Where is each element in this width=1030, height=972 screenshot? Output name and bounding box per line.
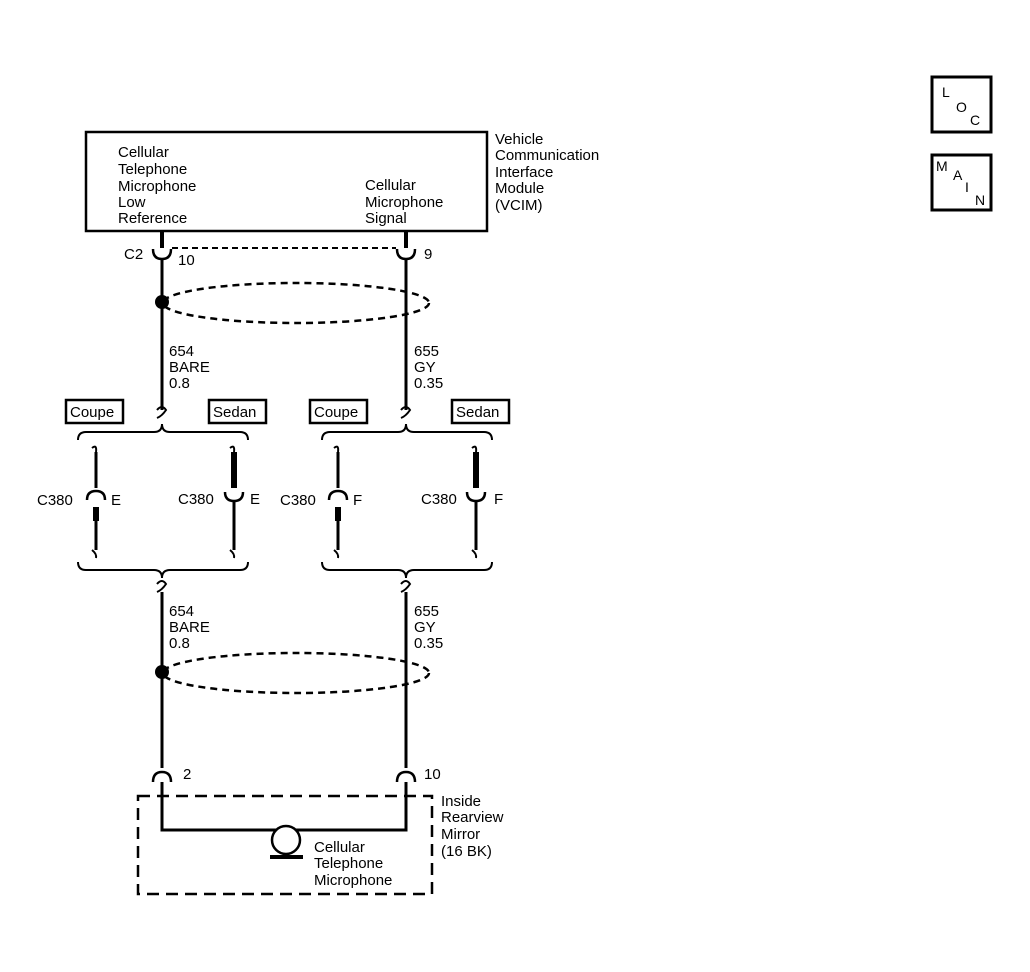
c2-pin-10-label: 10 [178, 252, 195, 269]
wire-655-upper-label: 655 GY 0.35 [414, 343, 443, 392]
microphone-icon [270, 824, 303, 859]
c380-f-sedan-pin: F [494, 491, 503, 508]
main-letter-n: N [975, 192, 985, 208]
option-left-coupe-label: Coupe [70, 404, 114, 421]
mirror-pin-10-terminal [395, 770, 417, 783]
drain-splice-lower [155, 665, 169, 679]
mirror-pin-2-terminal [151, 770, 173, 783]
wire-654-break-lower [156, 580, 168, 593]
mirror-pin-2-label: 2 [183, 766, 191, 783]
option-left-coupe: Coupe [64, 398, 125, 425]
option-left-sedan: Sedan [207, 398, 268, 425]
c380-f-coupe-pin: F [353, 492, 362, 509]
c380-f-sedan-label: C380 [421, 491, 457, 508]
c380-e-coupe-pin: E [111, 492, 121, 509]
vcim-pin-left-label: Cellular Telephone Microphone Low Refere… [118, 144, 201, 227]
twisted-pair-shield-lower [161, 651, 431, 695]
brace-right-top [321, 423, 493, 441]
main-letter-m: M [936, 158, 948, 174]
wire-655-break-upper [400, 406, 412, 419]
mirror-pin-10-label: 10 [424, 766, 441, 783]
loc-letter-o: O [956, 99, 967, 115]
inside-rearview-mirror-label: Inside Rearview Mirror (16 BK) [441, 793, 508, 860]
c2-pin-9-label: 9 [424, 246, 432, 263]
c380-e-coupe-branch [85, 445, 107, 559]
main-button[interactable]: M A I N [930, 153, 993, 212]
c380-e-coupe-label: C380 [37, 492, 73, 509]
vcim-module-name: Vehicle Communication Interface Module (… [495, 131, 603, 214]
c380-f-coupe-branch [327, 445, 349, 559]
wire-654-upper-label: 654 BARE 0.8 [169, 343, 214, 392]
c2-pin-10-female-terminal [151, 248, 173, 261]
inside-rearview-mirror-box [136, 794, 434, 896]
c380-e-sedan-branch [223, 445, 245, 559]
loc-letter-c: C [970, 112, 980, 128]
c380-e-sedan-label: C380 [178, 491, 214, 508]
vcim-module-box [84, 130, 489, 233]
option-right-sedan: Sedan [450, 398, 511, 425]
main-letter-a: A [953, 167, 963, 183]
wire-655-break-lower [400, 580, 412, 593]
c2-pin-9-female-terminal [395, 248, 417, 261]
wire-654-lower-label: 654 BARE 0.8 [169, 603, 214, 652]
c380-f-coupe-label: C380 [280, 492, 316, 509]
c380-f-sedan-branch [465, 445, 487, 559]
option-right-sedan-label: Sedan [456, 404, 499, 421]
main-letter-i: I [965, 179, 969, 195]
option-left-sedan-label: Sedan [213, 404, 256, 421]
brace-left-top [77, 423, 249, 441]
option-right-coupe-label: Coupe [314, 404, 358, 421]
c2-connector-label: C2 [124, 246, 143, 263]
mirror-internal-wiring [160, 782, 408, 832]
microphone-label: Cellular Telephone Microphone [314, 839, 392, 889]
wire-655-lower-label: 655 GY 0.35 [414, 603, 443, 652]
loc-button[interactable]: L O C [930, 75, 993, 134]
drain-splice-upper [155, 295, 169, 309]
brace-left-bottom [77, 561, 249, 579]
brace-right-bottom [321, 561, 493, 579]
option-right-coupe: Coupe [308, 398, 369, 425]
twisted-pair-shield-upper [161, 281, 431, 325]
wire-654-break-upper [156, 406, 168, 419]
c380-e-sedan-pin: E [250, 491, 260, 508]
loc-letter-l: L [942, 84, 950, 100]
vcim-pin-right-label: Cellular Microphone Signal [365, 177, 448, 227]
